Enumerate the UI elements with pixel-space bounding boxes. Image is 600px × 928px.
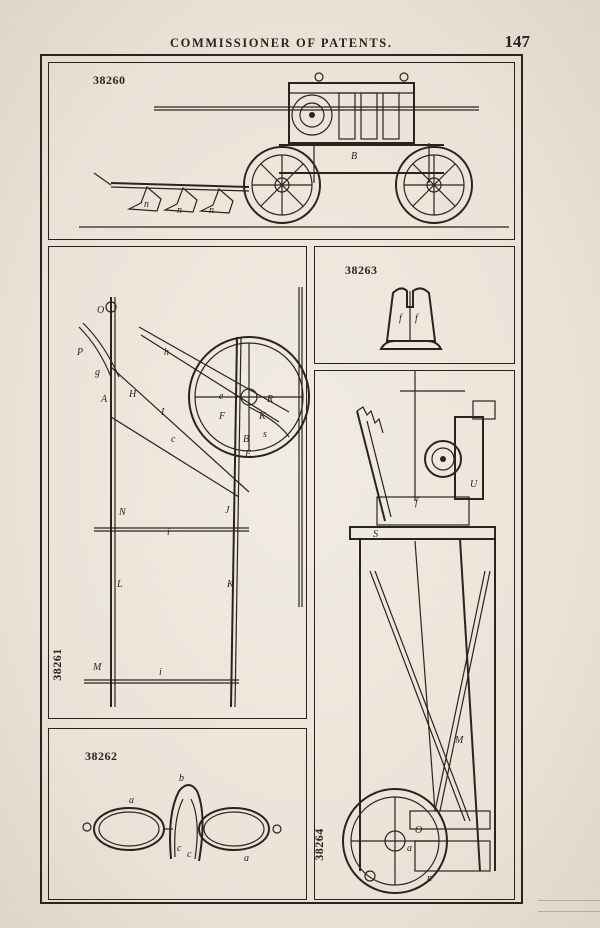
letter-label: g xyxy=(95,367,100,378)
figure-panel-38262: 38262 b a c c a xyxy=(48,728,307,900)
letter-label: J xyxy=(225,505,230,516)
figure-panel-38261: O P g h A H I c e F R K s B E N i L J K xyxy=(48,246,310,719)
letter-label: O xyxy=(97,305,104,316)
letter-label: M xyxy=(454,735,464,746)
letter-label: K xyxy=(226,579,235,590)
letter-label: A xyxy=(100,394,108,405)
letter-label: U xyxy=(470,479,478,490)
letter-label: s xyxy=(263,429,267,440)
letter-label: i xyxy=(159,667,162,678)
illustration-frame: 38260 xyxy=(40,54,523,904)
letter-label: f xyxy=(415,497,419,508)
letter-label: h xyxy=(164,347,169,358)
letter-label: L xyxy=(116,579,123,590)
letter-label: e xyxy=(219,391,224,402)
letter-label: c xyxy=(187,849,192,860)
letter-label: K xyxy=(258,411,267,422)
goggles-drawing: b a c c a xyxy=(82,773,282,864)
running-head: COMMISSIONER OF PATENTS. xyxy=(170,36,393,50)
letter-label: B xyxy=(243,434,249,445)
letter-label: P xyxy=(76,347,83,358)
patent-number-38260: 38260 xyxy=(93,73,126,87)
letter-label: B xyxy=(351,151,357,162)
figure-panel-38263: 38263 f f xyxy=(314,246,515,364)
letter-label: M xyxy=(92,662,102,673)
letter-label: f xyxy=(415,313,419,324)
patent-number-38262: 38262 xyxy=(85,749,118,763)
letter-label: R xyxy=(266,394,273,405)
saw-machine-drawing: S f U M O a n xyxy=(342,371,496,894)
letter-label: I xyxy=(160,407,165,418)
letter-label: F xyxy=(218,411,226,422)
patent-number-38261: 38261 xyxy=(49,648,64,681)
letter-label: b xyxy=(179,773,184,784)
patent-number-38263: 38263 xyxy=(345,263,378,277)
letter-label: H xyxy=(128,389,137,400)
letter-label: O xyxy=(415,825,422,836)
letter-label: E xyxy=(244,449,251,460)
letter-label: n xyxy=(144,199,149,210)
letter-label: i xyxy=(167,527,170,538)
page-edge-shadow xyxy=(538,900,600,912)
letter-label: n xyxy=(427,873,432,884)
letter-label: S xyxy=(373,529,378,540)
letter-label: a xyxy=(129,795,134,806)
letter-label: n xyxy=(209,205,214,216)
page-number: 147 xyxy=(504,32,531,51)
page-header: COMMISSIONER OF PATENTS. 147 xyxy=(40,32,531,54)
letter-label: c xyxy=(177,843,182,854)
letter-label: f xyxy=(399,313,403,324)
letter-label: a xyxy=(244,853,249,864)
letter-label: n xyxy=(177,205,182,216)
letter-label: c xyxy=(171,434,176,445)
figure-panel-38260: 38260 xyxy=(48,62,515,240)
letter-label: N xyxy=(118,507,127,518)
patent-number-38264: 38264 xyxy=(311,828,326,861)
gang-plow-drawing: B n n n xyxy=(79,72,509,228)
figure-panel-38264: S f U M O a n 38264 xyxy=(311,370,515,900)
cultivator-drawing: O P g h A H I c e F R K s B E N i L J K xyxy=(76,287,310,708)
letter-label: a xyxy=(407,843,412,854)
cap-drawing: f f xyxy=(379,287,443,350)
